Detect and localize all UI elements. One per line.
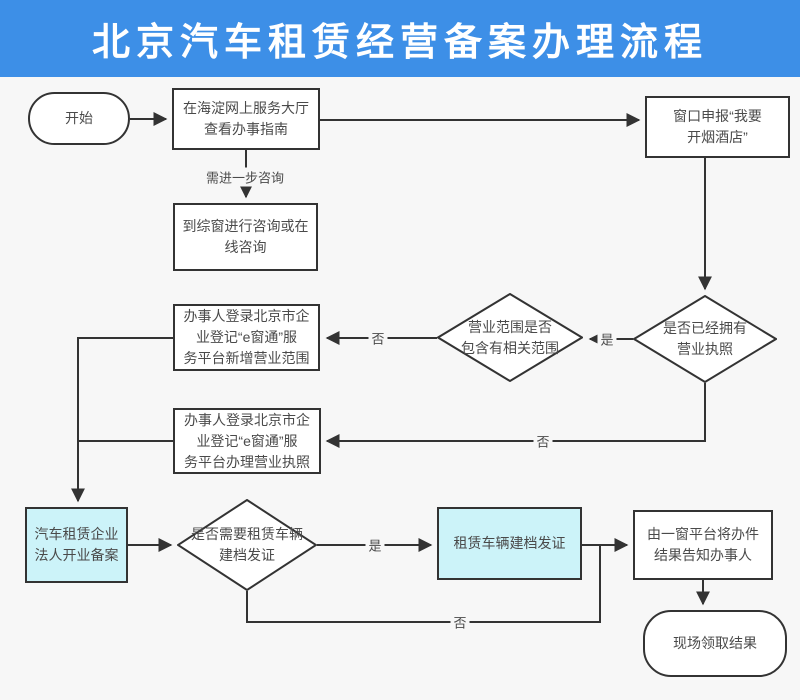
node-collect-result-label: 现场领取结果 xyxy=(673,635,757,651)
node-filing: 汽车租赁企业 法人开业备案 xyxy=(25,507,128,583)
edge-label-need-vehicle-no: 否 xyxy=(450,612,470,632)
node-consult: 到综窗进行咨询或在 线咨询 xyxy=(173,203,318,271)
node-apply-license-label: 办事人登录北京市企 业登记“e窗通”服 务平台办理营业执照 xyxy=(184,411,310,470)
node-scope-check-decision: 营业范围是否 包含有相关范围 xyxy=(437,293,583,382)
node-add-scope-label: 办事人登录北京市企 业登记“e窗通”服 务平台新增营业范围 xyxy=(183,308,310,366)
edge-label-need-more-consult: 需进一步咨询 xyxy=(202,167,288,187)
node-guide-label: 在海淀网上服务大厅 查看办事指南 xyxy=(183,100,309,137)
node-notify-result: 由一窗平台将办件 结果告知办事人 xyxy=(633,510,773,580)
node-need-vehicle-decision: 是否需要租赁车辆 建档发证 xyxy=(177,499,317,591)
page-title: 北京汽车租赁经营备案办理流程 xyxy=(91,22,708,64)
node-add-scope: 办事人登录北京市企 业登记“e窗通”服 务平台新增营业范围 xyxy=(173,304,320,371)
node-collect-result: 现场领取结果 xyxy=(643,610,787,677)
node-apply-license: 办事人登录北京市企 业登记“e窗通”服 务平台办理营业执照 xyxy=(173,408,321,474)
node-has-license-label: 是否已经拥有 营业执照 xyxy=(663,320,747,357)
edge-label-scope-no: 否 xyxy=(368,328,388,348)
node-start-label: 开始 xyxy=(65,110,93,126)
edge-label-need-vehicle-yes: 是 xyxy=(365,535,385,555)
node-consult-label: 到综窗进行咨询或在 线咨询 xyxy=(182,218,309,255)
node-filing-label: 汽车租赁企业 法人开业备案 xyxy=(34,526,119,563)
edge-label-has-license-yes: 是 xyxy=(597,329,617,349)
node-guide: 在海淀网上服务大厅 查看办事指南 xyxy=(172,88,320,150)
node-has-license-decision: 是否已经拥有 营业执照 xyxy=(633,295,777,383)
node-start: 开始 xyxy=(28,92,130,145)
node-window-report-label: 窗口申报“我要 开烟酒店” xyxy=(673,108,762,145)
node-scope-check-label: 营业范围是否 包含有相关范围 xyxy=(461,318,559,356)
node-window-report: 窗口申报“我要 开烟酒店” xyxy=(645,96,790,158)
node-vehicle-cert: 租赁车辆建档发证 xyxy=(437,507,582,580)
page-title-banner: 北京汽车租赁经营备案办理流程 xyxy=(0,0,800,77)
node-notify-result-label: 由一窗平台将办件 结果告知办事人 xyxy=(647,526,759,563)
diamond-shape xyxy=(633,295,777,383)
diamond-shape xyxy=(437,293,583,382)
node-need-vehicle-label: 是否需要租赁车辆 建档发证 xyxy=(191,526,303,563)
edge-label-has-license-no: 否 xyxy=(533,431,553,451)
diamond-shape xyxy=(177,499,317,591)
node-vehicle-cert-label: 租赁车辆建档发证 xyxy=(453,535,566,551)
